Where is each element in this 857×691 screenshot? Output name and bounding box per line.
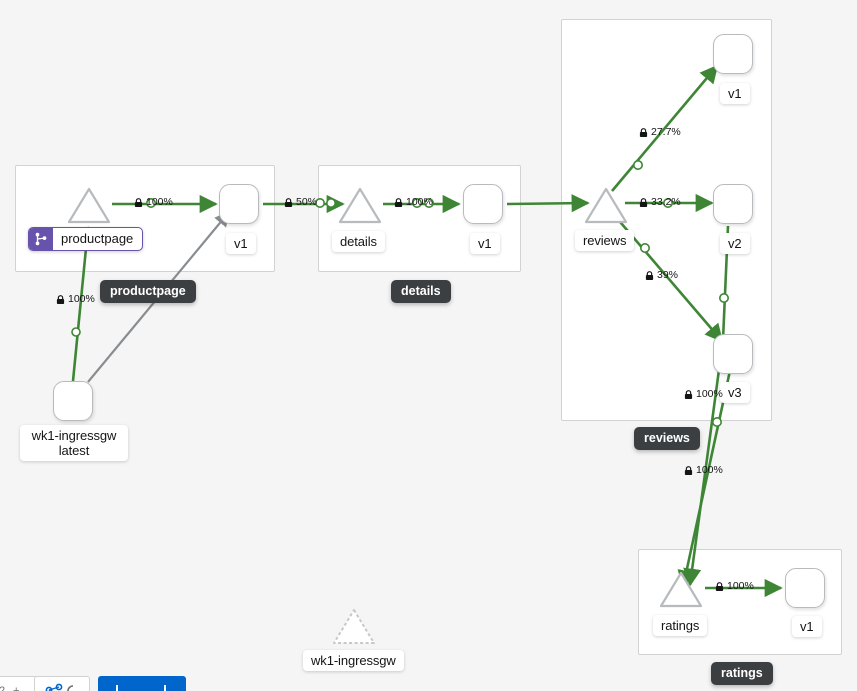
lock-icon [639, 197, 648, 208]
node-reviews-v3[interactable] [713, 334, 753, 374]
lock-icon [394, 197, 403, 208]
group-pill-ratings[interactable]: ratings [711, 662, 773, 685]
node-label-ingressgw[interactable]: wk1-ingressgw latest [20, 425, 128, 461]
edge-label-text: 50% [296, 196, 318, 208]
node-label-productpage-app[interactable]: productpage [28, 227, 144, 251]
node-label-ingressgw-line2: latest [58, 443, 90, 458]
edge-label-text: 100% [696, 388, 723, 400]
group-pill-details[interactable]: details [391, 280, 451, 303]
node-ingressgw[interactable] [53, 381, 93, 421]
edge-label-text: 33.2% [651, 196, 681, 208]
node-label-ingressgw-line1: wk1-ingressgw [31, 428, 117, 443]
edge-label-text: 100% [727, 580, 754, 592]
lock-icon [645, 270, 654, 281]
node-label-details-app[interactable]: details [332, 231, 385, 252]
node-label-reviews-v1[interactable]: v1 [720, 83, 750, 104]
triangle-shape-icon [67, 187, 111, 224]
node-label-ingressgw-ghost[interactable]: wk1-ingressgw [303, 650, 404, 671]
edge-label-reviews-to-v3[interactable]: 39% [645, 270, 678, 281]
node-label-reviews-app[interactable]: reviews [575, 230, 635, 251]
node-reviews-v1[interactable] [713, 34, 753, 74]
node-label-text: productpage [61, 231, 134, 246]
edge-label-text: 100% [696, 464, 723, 476]
triangle-shape-icon [659, 571, 703, 608]
edge-label-text: 100% [406, 196, 433, 208]
group-pill-reviews[interactable]: reviews [634, 427, 700, 450]
edge-label-productpage-to-v1[interactable]: 100% [134, 197, 173, 208]
node-reviews-v2[interactable] [713, 184, 753, 224]
lock-icon [284, 197, 293, 208]
lock-icon [134, 197, 143, 208]
edge-label-text: 27.7% [651, 126, 681, 138]
lock-icon [684, 389, 693, 400]
zoom-control-chip[interactable]: 2 + [0, 676, 38, 691]
edge-label-text: 100% [68, 293, 95, 305]
node-details-v1[interactable] [463, 184, 503, 224]
group-pill-productpage[interactable]: productpage [100, 280, 196, 303]
node-label-reviews-v2[interactable]: v2 [720, 233, 750, 254]
lock-icon [56, 294, 65, 305]
node-label-ratings-app[interactable]: ratings [653, 615, 708, 636]
topology-icon [45, 683, 78, 691]
edge-label-text: 39% [657, 269, 679, 281]
node-label-productpage-v1[interactable]: v1 [226, 233, 256, 254]
lock-icon [715, 581, 724, 592]
lock-icon [684, 465, 693, 476]
edge-label-productpage-to-details[interactable]: 50% [284, 197, 317, 208]
node-ingressgw-ghost[interactable] [331, 607, 377, 647]
edge-label-text: 100% [146, 196, 173, 208]
svg-text:+: + [13, 685, 19, 691]
node-ratings-app[interactable] [658, 570, 704, 610]
node-label-details-v1[interactable]: v1 [470, 233, 500, 254]
edge-label-ingress-to-productpage[interactable]: 100% [56, 294, 95, 305]
svg-text:2: 2 [0, 685, 5, 691]
node-reviews-app[interactable] [583, 186, 629, 226]
triangle-shape-icon [584, 187, 628, 224]
zoom-icon: 2 + [0, 685, 19, 691]
virtual-service-icon [29, 228, 53, 250]
triangle-dashed-shape-icon [333, 609, 375, 644]
node-ratings-v1[interactable] [785, 568, 825, 608]
lock-icon [639, 127, 648, 138]
edge-label-reviewsv2-to-ratings[interactable]: 100% [684, 389, 723, 400]
edge-label-reviewsv3-to-ratings[interactable]: 100% [684, 465, 723, 476]
edge-label-details-to-v1[interactable]: 100% [394, 197, 433, 208]
primary-action-button[interactable] [98, 676, 186, 691]
edge-label-reviews-to-v1[interactable]: 27.7% [639, 127, 681, 138]
node-label-ratings-v1[interactable]: v1 [792, 616, 822, 637]
node-details-app[interactable] [337, 186, 383, 226]
primary-action-icon [116, 685, 166, 691]
node-productpage-app[interactable] [66, 186, 112, 226]
edge-label-reviews-to-v2[interactable]: 33.2% [639, 197, 681, 208]
edge-label-ratings-to-v1[interactable]: 100% [715, 581, 754, 592]
node-productpage-v1[interactable] [219, 184, 259, 224]
triangle-shape-icon [338, 187, 382, 224]
graph-layout-chip[interactable] [34, 676, 90, 691]
node-label-reviews-v3[interactable]: v3 [720, 382, 750, 403]
